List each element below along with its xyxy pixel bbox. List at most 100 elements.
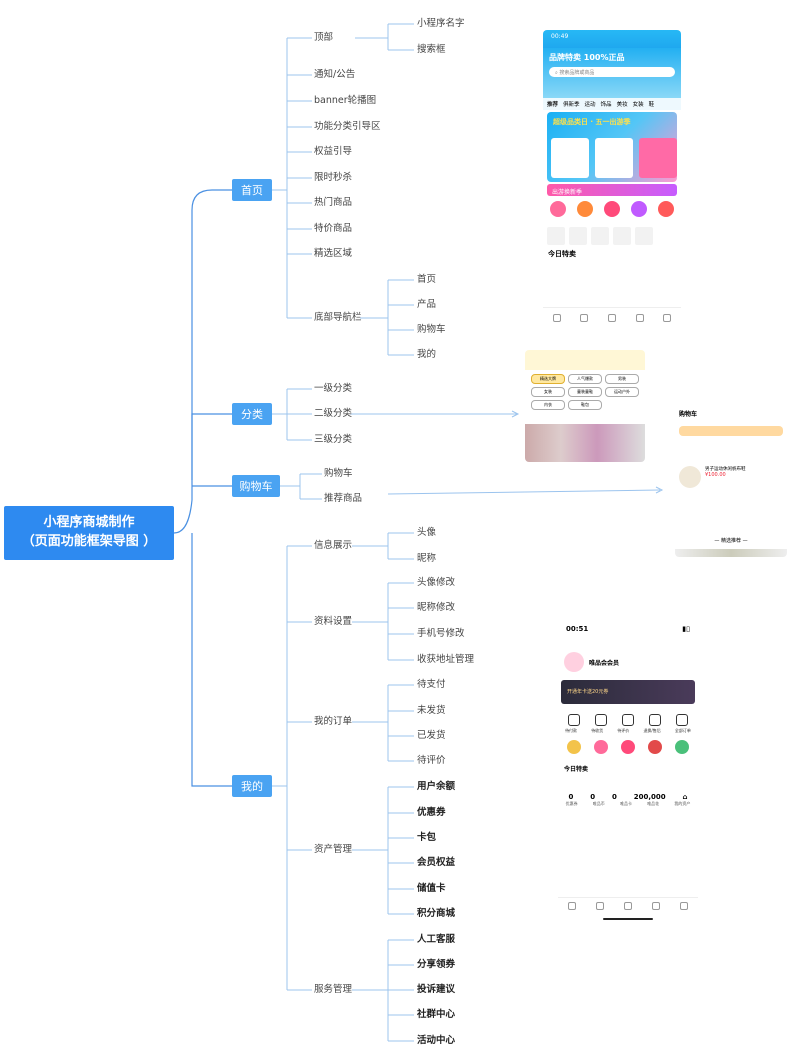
today-sale-title: 今日特卖 (564, 766, 589, 773)
node-home-item: 限时秒杀 (314, 172, 353, 183)
stat-label: 唯品花 (647, 801, 660, 806)
node-mine-leaf: 待评价 (417, 755, 446, 766)
category-images (525, 424, 645, 462)
node-home-item: 热门商品 (314, 197, 353, 208)
cart-item: 男子运动休闲帆布鞋 ¥100.00 (679, 466, 783, 494)
tab: 美妆 (616, 102, 628, 108)
node-mine-leaf: 会员权益 (417, 857, 456, 868)
cart-item-price: ¥100.00 (705, 472, 726, 478)
category-chip: 童装童鞋 (568, 387, 602, 397)
status-bar: 00:51 ▮▯ (558, 622, 698, 636)
search-placeholder: 搜索品牌或商品 (559, 70, 595, 76)
node-bottom-nav: 底部导航栏 (314, 312, 362, 323)
home-header: 品牌特卖 100%正品 ⌕ 搜索品牌或商品 (543, 48, 681, 98)
order-label: 待评价 (617, 728, 630, 733)
search-bar: ⌕ 搜索品牌或商品 (549, 67, 675, 77)
activity-icon (620, 740, 635, 754)
node-home-item: 功能分类引导区 (314, 121, 381, 132)
node-mine-leaf: 用户余额 (417, 781, 456, 792)
node-home-item: 精选区域 (314, 248, 353, 259)
status-bar: 00:49 (543, 30, 681, 48)
product-thumb (547, 227, 565, 245)
heart-icon (635, 314, 644, 322)
category-chip: 人气爆款 (568, 374, 602, 384)
stat-value: 0 (590, 793, 596, 801)
node-mine-leaf: 收获地址管理 (417, 654, 475, 665)
cart-title: 购物车 (679, 411, 698, 418)
node-mine-leaf: 活动中心 (417, 1035, 456, 1046)
recommend-images (675, 549, 787, 557)
product-thumb (613, 227, 631, 245)
activity-icons (558, 734, 698, 756)
home-icon (568, 902, 576, 910)
node-category-item: 三级分类 (314, 434, 353, 445)
node-nav-item: 我的 (417, 349, 437, 360)
activity-icon (675, 740, 690, 754)
asset-labels: 优惠券 唯品币 唯品卡 唯品花 我的资产 (558, 801, 698, 807)
delivery-icon (594, 714, 607, 726)
tab: 运动 (584, 102, 596, 108)
category-icons (543, 198, 681, 217)
user-icon (680, 902, 688, 910)
category-icon (657, 201, 674, 217)
recommend-title: — 精选推荐 — (714, 538, 748, 544)
node-mine-leaf: 卡包 (417, 832, 437, 843)
stat-value: 200,000 (633, 793, 666, 801)
tab-bar (558, 897, 698, 914)
node-nav-item: 首页 (417, 274, 437, 285)
category-icon (596, 902, 604, 910)
tab: 俱新季 (563, 102, 580, 108)
cart-icon (607, 314, 616, 322)
node-mine-leaf: 未发货 (417, 705, 446, 716)
node-cart-item: 推荐商品 (324, 493, 363, 504)
root-node: 小程序商城制作 （页面功能框架导图 ） (4, 506, 174, 560)
node-category-item: 一级分类 (314, 383, 353, 394)
category-screenshot: 精选大牌 人气爆款 男装 女装 童装童鞋 运动户外 内衣 鞋包 (525, 350, 645, 462)
order-icons (558, 708, 698, 728)
cart-notice (679, 426, 783, 436)
node-nav-item: 产品 (417, 299, 437, 310)
node-mine-leaf: 已发货 (417, 730, 446, 741)
refund-icon (649, 714, 662, 726)
cart-screenshot: 购物车 男子运动休闲帆布鞋 ¥100.00 — 精选推荐 — (675, 405, 787, 557)
order-label: 待收货 (591, 728, 604, 733)
node-mine-leaf: 投诉建议 (417, 984, 456, 995)
stat-value: 0 (568, 793, 574, 801)
home-icon (552, 314, 561, 322)
vip-card: 开通年卡送20元券 (561, 680, 695, 704)
node-home-item: 权益引导 (314, 146, 353, 157)
user-icon (663, 314, 672, 322)
node-cart-item: 购物车 (324, 468, 353, 479)
node-mine-leaf: 社群中心 (417, 1009, 456, 1020)
home-screenshot: 00:49 品牌特卖 100%正品 ⌕ 搜索品牌或商品 推荐 俱新季 运动 饰品… (543, 30, 681, 328)
category-chip: 运动户外 (605, 387, 639, 397)
product-thumb (635, 227, 653, 245)
root-subtitle: （页面功能框架导图 ） (21, 534, 157, 549)
promo-strip: 出游换新季 (547, 184, 677, 196)
status-time: 00:51 (566, 625, 589, 633)
category-chip: 精选大牌 (531, 374, 565, 384)
node-nav-item: 购物车 (417, 324, 446, 335)
node-category: 分类 (232, 403, 272, 425)
member-name: 唯品会会员 (589, 659, 620, 667)
tab-bar (543, 307, 681, 328)
tab: 饰品 (600, 102, 612, 108)
activity-icon (593, 740, 608, 754)
payment-icon (567, 714, 580, 726)
node-mine-leaf: 昵称 (417, 553, 437, 564)
activity-icon (566, 740, 581, 754)
node-mine-leaf: 储值卡 (417, 883, 446, 894)
category-icon (630, 201, 647, 217)
product-thumb (591, 227, 609, 245)
brand-title: 品牌特卖 100%正品 (549, 53, 625, 62)
order-labels: 待付款 待收货 待评价 退换/售后 全部订单 (558, 728, 698, 734)
node-search-box: 搜索框 (417, 44, 446, 55)
node-mine-leaf: 人工客服 (417, 934, 456, 945)
member-info: 唯品会会员 (558, 648, 698, 676)
category-top (525, 350, 645, 370)
product-row (543, 225, 681, 247)
category-icon (577, 201, 594, 217)
node-mine-leaf: 积分商城 (417, 908, 456, 919)
orders-icon (676, 714, 689, 726)
order-label: 退换/售后 (643, 728, 661, 733)
